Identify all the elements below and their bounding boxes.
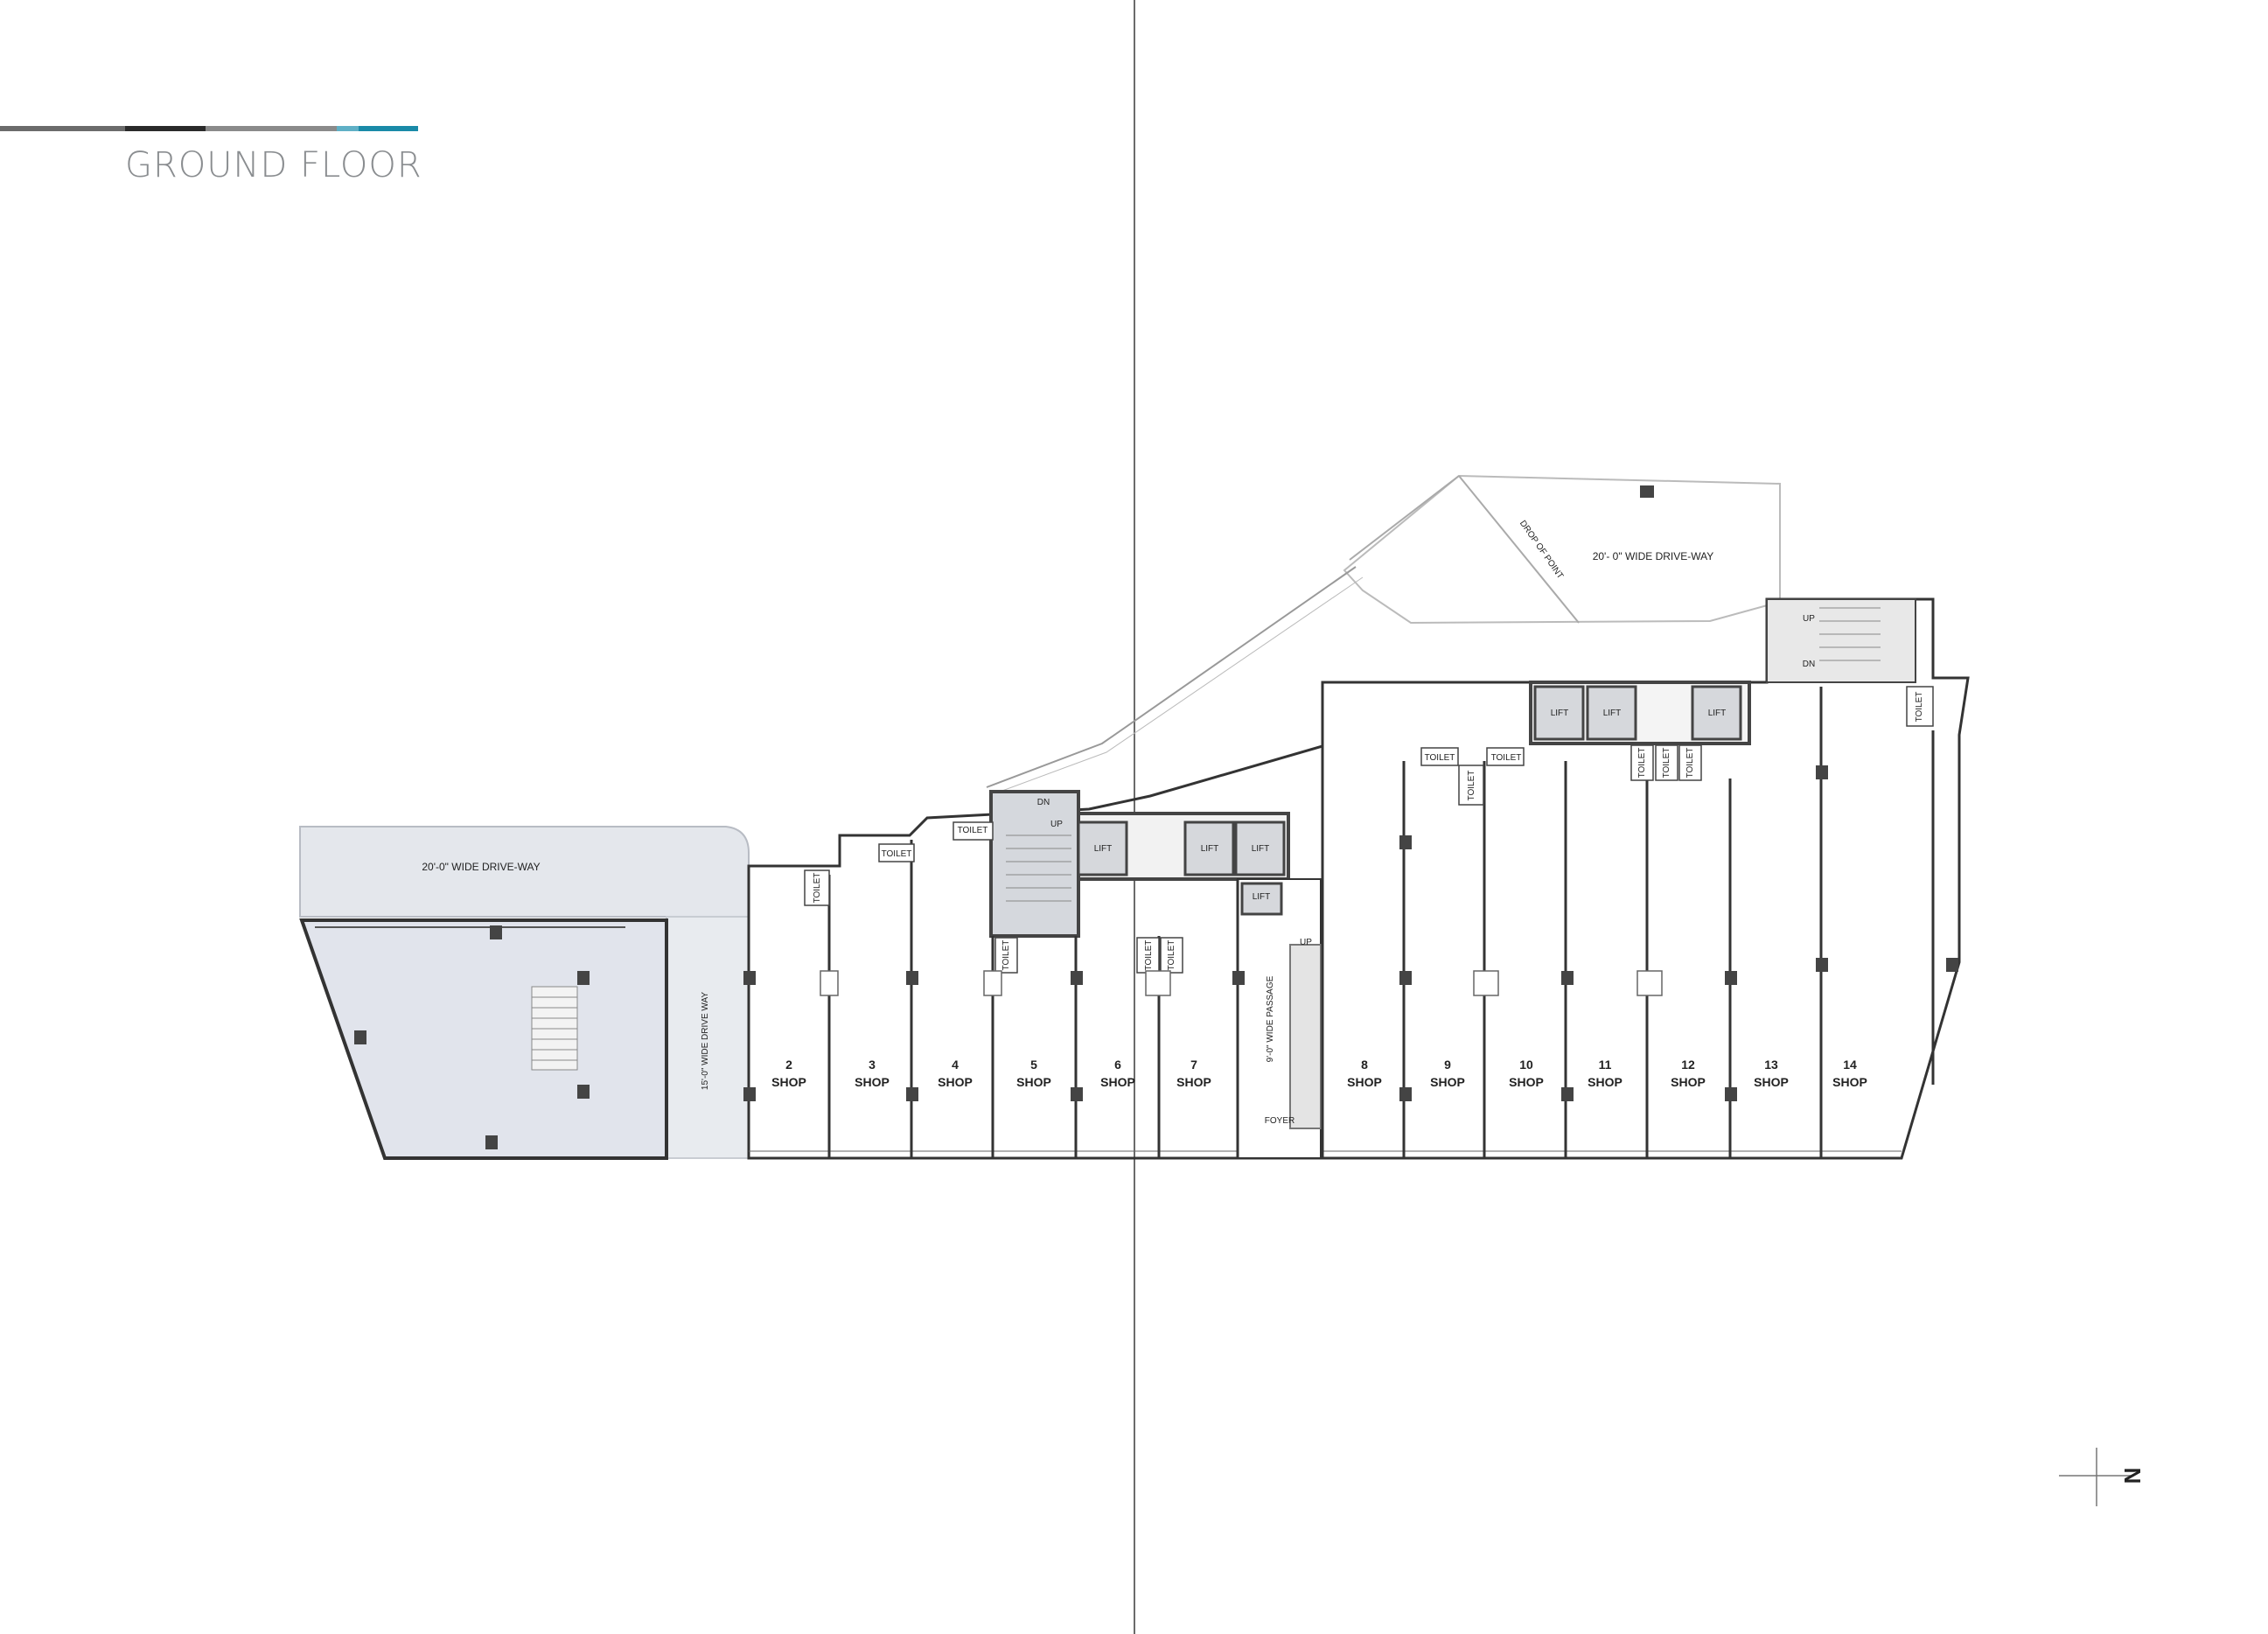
header-bar-3 [206,126,337,131]
shop-dividers [827,687,1935,1158]
shop-4-number: 4 [952,1058,959,1072]
lift-label-2: LIFT [1201,844,1219,854]
header-bar-5 [359,126,418,131]
top-driveway-label: 20'- 0" WIDE DRIVE-WAY [1593,550,1714,562]
lift-label-1: LIFT [1094,844,1113,854]
shop-10-number: 10 [1519,1058,1533,1072]
toilet-label-2: TOILET [958,826,988,835]
header-bar-4 [337,126,359,131]
shop-3-number: 3 [869,1058,876,1072]
shop-5-number: 5 [1030,1058,1037,1072]
structural-columns [354,485,1958,1149]
shop-3-label: SHOP [855,1075,890,1089]
top-right-driveway-area [1343,474,1781,625]
shop-2-label: SHOP [771,1075,806,1089]
duct-boxes [820,970,1663,996]
toilet-label-9: TOILET [1467,771,1476,801]
toilet-label-11: TOILET [1662,748,1671,779]
shop-strip-outline [747,597,1970,1160]
stair-treads [531,607,1881,1071]
stair-core-right [1766,598,1916,683]
left-driveway-label: 20'-0" WIDE DRIVE-WAY [422,861,540,873]
shop-5-label: SHOP [1016,1075,1051,1089]
header-bar-1 [0,126,125,131]
lift-label-6: LIFT [1603,709,1622,718]
passage-label: 9'-0" WIDE PASSAGE [1266,975,1275,1062]
toilet-label-12: TOILET [1685,748,1695,779]
shop-9-label: SHOP [1430,1075,1465,1089]
toilet-label-7: TOILET [1144,940,1154,971]
toilet-label-1: TOILET [882,849,912,859]
shop-14-number: 14 [1843,1058,1857,1072]
stair-dn-label: DN [1037,798,1050,807]
passage-stair [1289,944,1322,1129]
shop-7-number: 7 [1190,1058,1197,1072]
shop-13-number: 13 [1764,1058,1778,1072]
right-stair-dn-label: DN [1803,660,1815,669]
stair-core-left [989,790,1080,938]
toilet-label-6: TOILET [1001,940,1011,971]
shop-2-number: 2 [785,1058,792,1072]
vertical-driveway-label: 15'-0" WIDE DRIVE WAY [701,992,710,1090]
shop-8-label: SHOP [1347,1075,1382,1089]
lift-label-7: LIFT [1708,709,1727,718]
shop-10-label: SHOP [1509,1075,1544,1089]
shop-11-number: 11 [1599,1058,1612,1072]
shop-12-number: 12 [1681,1058,1695,1072]
north-arrow [2059,1448,2134,1506]
shop-6-number: 6 [1114,1058,1121,1072]
shop-12-label: SHOP [1671,1075,1706,1089]
shop-14-label: SHOP [1832,1075,1867,1089]
toilet-label-5: TOILET [813,873,822,904]
toilet-label-4: TOILET [1491,753,1522,763]
toilet-label-8: TOILET [1167,940,1176,971]
lift-boxes [1077,685,1742,916]
toilet-label-10: TOILET [1637,748,1647,779]
toilet-label-13: TOILET [1915,692,1924,723]
left-building-block [299,918,668,1160]
shop-6-label: SHOP [1100,1075,1135,1089]
shop-7-label: SHOP [1176,1075,1211,1089]
lift-label-5: LIFT [1551,709,1569,718]
passage-up-label: UP [1300,938,1312,947]
shop-9-number: 9 [1444,1058,1451,1072]
north-letter: N [2119,1468,2146,1484]
shop-13-label: SHOP [1754,1075,1789,1089]
foyer-label: FOYER [1265,1116,1295,1126]
header-bar-2 [125,126,206,131]
toilet-label-3: TOILET [1425,753,1455,763]
toilet-rooms [804,686,1934,974]
page-title: GROUND FLOOR [125,145,422,185]
shop-4-label: SHOP [938,1075,973,1089]
stair-up-label: UP [1050,820,1063,829]
right-stair-up-label: UP [1803,614,1815,624]
shop-8-number: 8 [1361,1058,1368,1072]
lift-label-3: LIFT [1252,844,1270,854]
lift-label-4: LIFT [1253,892,1271,902]
shop-11-label: SHOP [1588,1075,1622,1089]
